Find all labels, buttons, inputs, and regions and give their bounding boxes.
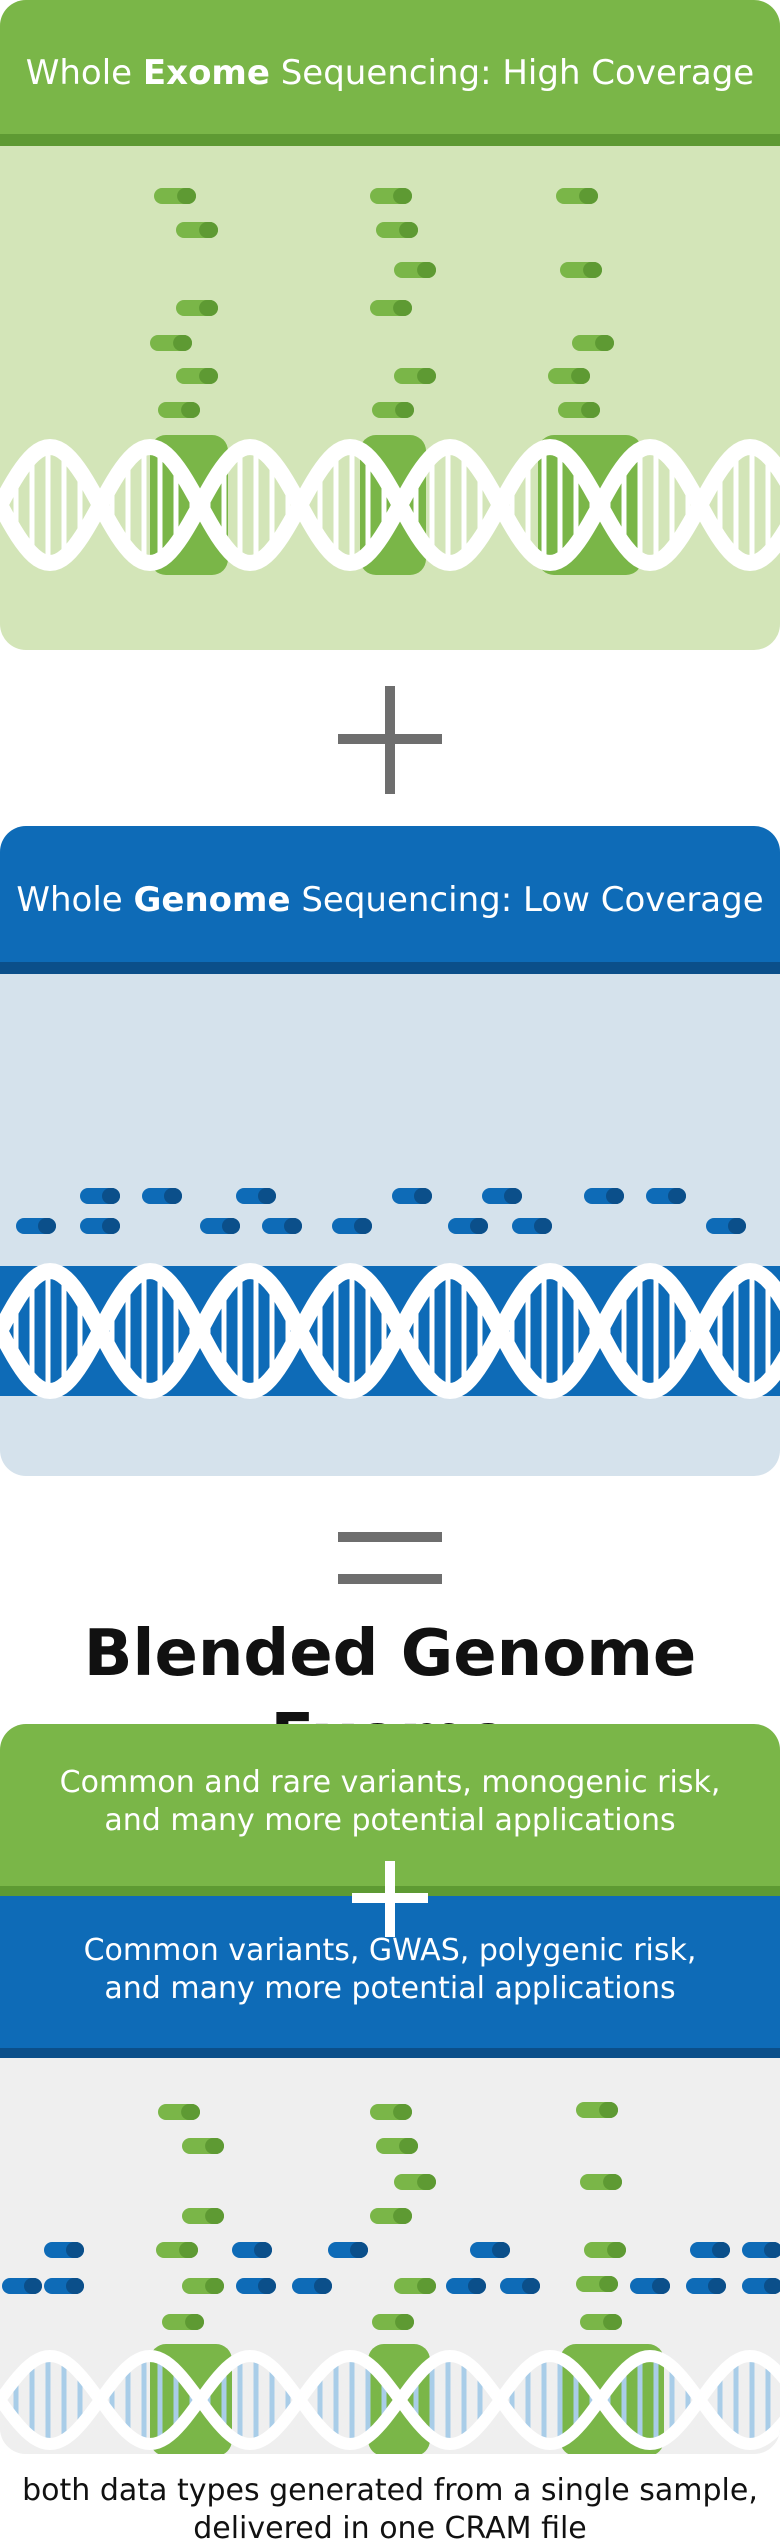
- sequence-read: [236, 2278, 276, 2294]
- sequence-read: [176, 222, 218, 238]
- sequence-read: [372, 402, 414, 418]
- sequence-read: [392, 1188, 432, 1204]
- sequence-read: [630, 2278, 670, 2294]
- sequence-read: [80, 1218, 120, 1234]
- sequence-read: [580, 2314, 622, 2330]
- exome-title-bold: Exome: [142, 53, 270, 93]
- sequence-read: [182, 2278, 224, 2294]
- genome-title-bold: Genome: [133, 880, 291, 920]
- sequence-read: [158, 402, 200, 418]
- sequence-read: [232, 2242, 272, 2258]
- sequence-read: [584, 2242, 626, 2258]
- sequence-read: [44, 2242, 84, 2258]
- sequence-read: [394, 262, 436, 278]
- sequence-read: [80, 1188, 120, 1204]
- sequence-read: [236, 1188, 276, 1204]
- sequence-read: [572, 335, 614, 351]
- sequence-read: [394, 368, 436, 384]
- sequence-read: [370, 2104, 412, 2120]
- blended-panel: Common and rare variants, monogenic risk…: [0, 1724, 780, 2454]
- blended-reads-illustration: [0, 2102, 780, 2454]
- sequence-read: [292, 2278, 332, 2294]
- dna-strand: [0, 1262, 780, 1400]
- dna-strand: [0, 438, 780, 572]
- blended-plus-icon: [352, 1861, 428, 1937]
- sequence-read: [646, 1188, 686, 1204]
- blended-exome-band: [0, 1724, 780, 1886]
- sequence-read: [512, 1218, 552, 1234]
- dna-strand: [0, 438, 780, 572]
- genome-panel: Whole Genome Sequencing: Low Coverage: [0, 826, 780, 1476]
- plus-icon: [338, 686, 442, 794]
- sequence-read: [560, 262, 602, 278]
- sequence-read: [556, 188, 598, 204]
- dna-strand: [0, 2349, 780, 2451]
- dna-strand: [0, 1262, 780, 1400]
- sequence-read: [548, 368, 590, 384]
- equals-icon: [338, 1532, 442, 1586]
- genome-title-prefix: Whole: [16, 880, 134, 920]
- sequence-read: [576, 2276, 618, 2292]
- sequence-read: [742, 2242, 780, 2258]
- sequence-read: [332, 1218, 372, 1234]
- sequence-read: [150, 335, 192, 351]
- sequence-read: [376, 222, 418, 238]
- sequence-read: [162, 2314, 204, 2330]
- sequence-read: [394, 2278, 436, 2294]
- sequence-read: [176, 368, 218, 384]
- sequence-read: [584, 1188, 624, 1204]
- blended-genome-band-edge: [0, 2048, 780, 2058]
- sequence-read: [370, 188, 412, 204]
- sequence-read: [44, 2278, 84, 2294]
- sequence-read: [500, 2278, 540, 2294]
- sequence-read: [142, 1188, 182, 1204]
- sequence-read: [182, 2208, 224, 2224]
- sequence-read: [580, 2174, 622, 2190]
- sequence-read: [706, 1218, 746, 1234]
- sequence-read: [158, 2104, 200, 2120]
- blended-exome-text: Common and rare variants, monogenic risk…: [59, 1765, 721, 1838]
- sequence-read: [370, 2208, 412, 2224]
- exome-title-prefix: Whole: [25, 53, 143, 93]
- sequence-read: [690, 2242, 730, 2258]
- exome-header: Whole Exome Sequencing: High Coverage: [0, 0, 780, 146]
- sequence-read: [328, 2242, 368, 2258]
- sequence-read: [376, 2138, 418, 2154]
- sequence-read: [558, 402, 600, 418]
- sequence-read: [742, 2278, 780, 2294]
- genome-header: Whole Genome Sequencing: Low Coverage: [0, 826, 780, 974]
- sequence-read: [154, 188, 196, 204]
- exome-title-suffix: Sequencing: High Coverage: [269, 53, 755, 93]
- sequence-read: [200, 1218, 240, 1234]
- genome-reads-illustration: [0, 1188, 780, 1400]
- sequence-read: [470, 2242, 510, 2258]
- footer-caption: both data types generated from a single …: [22, 2473, 758, 2546]
- sequence-read: [156, 2242, 198, 2258]
- exome-reads-illustration: [0, 188, 780, 575]
- sequence-read: [370, 300, 412, 316]
- dna-strand: [0, 2349, 780, 2451]
- sequence-read: [576, 2102, 618, 2118]
- sequence-read: [176, 300, 218, 316]
- blended-genome-text: Common variants, GWAS, polygenic risk, a…: [83, 1933, 697, 2006]
- sequence-read: [372, 2314, 414, 2330]
- sequence-read: [446, 2278, 486, 2294]
- exome-panel: Whole Exome Sequencing: High Coverage: [0, 0, 780, 650]
- sequence-read: [448, 1218, 488, 1234]
- sequence-read: [394, 2174, 436, 2190]
- sequence-read: [482, 1188, 522, 1204]
- sequence-read: [182, 2138, 224, 2154]
- sequence-read: [16, 1218, 56, 1234]
- genome-title-suffix: Sequencing: Low Coverage: [290, 880, 764, 920]
- sequence-read: [686, 2278, 726, 2294]
- sequence-read: [262, 1218, 302, 1234]
- sequence-read: [2, 2278, 42, 2294]
